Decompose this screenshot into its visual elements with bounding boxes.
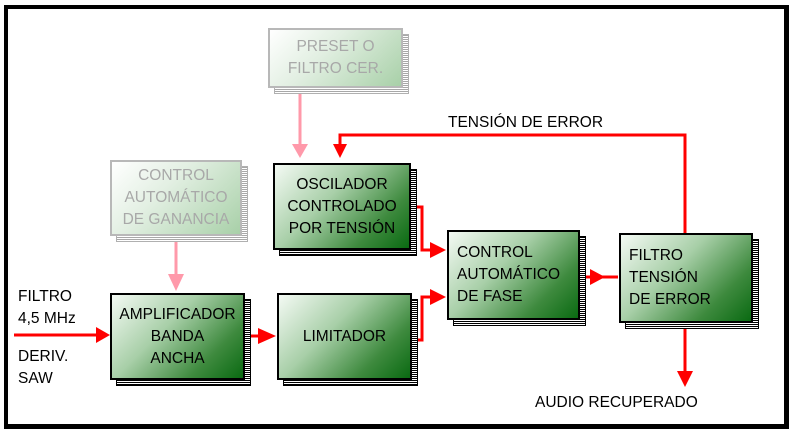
wire-preset-vco [292, 94, 308, 158]
block-control-automatico-ganancia: CONTROL AUTOMÁTICO DE GANANCIA [110, 160, 248, 242]
block-text-line: BANDA [150, 327, 205, 345]
wire-output [677, 323, 693, 387]
block-text-line: POR TENSIÓN [288, 219, 396, 237]
block-text-line: AMPLIFICADOR [119, 305, 236, 323]
block-filtro-tension-error: FILTRO TENSIÓN DE ERROR [619, 233, 759, 329]
label-line: DERIV. [18, 348, 69, 365]
block-text-line: PRESET O [296, 38, 375, 55]
block-text-line: ANCHA [150, 349, 205, 367]
label-line: SAW [18, 370, 53, 387]
arrow-icon [590, 269, 605, 285]
arrow-icon [96, 327, 110, 343]
block-text-line: AUTOMÁTICO [457, 266, 561, 283]
arrow-icon [258, 328, 276, 344]
block-text-line: AUTOMÁTICO [124, 189, 228, 206]
block-text-line: CONTROL [457, 244, 533, 261]
label-line: 4,5 MHz [18, 310, 76, 327]
arrow-icon [430, 242, 446, 258]
block-text-line: FILTRO [629, 247, 683, 264]
label-input-filtro: FILTRO 4,5 MHz [18, 286, 76, 330]
block-text-line: TENSIÓN [629, 269, 698, 286]
label-line: FILTRO [18, 288, 72, 305]
block-text-line: FILTRO CER. [287, 60, 384, 77]
label-audio-recuperado: AUDIO RECUPERADO [535, 394, 698, 411]
label-input-deriv-saw: DERIV. SAW [18, 346, 68, 390]
block-text-line: CONTROLADO [287, 197, 397, 215]
block-text-line: DE GANANCIA [122, 211, 230, 228]
diagram-frame [4, 5, 789, 429]
block-text-line: LIMITADOR [302, 327, 387, 345]
block-amplificador-banda-ancha: AMPLIFICADOR BANDA ANCHA [110, 293, 251, 386]
label-tension-de-error: TENSIÓN DE ERROR [448, 114, 604, 131]
block-text-line: DE ERROR [629, 291, 711, 308]
arrow-icon [333, 144, 347, 158]
wire-feedback [333, 133, 687, 233]
arrow-icon [430, 289, 446, 305]
arrow-icon [292, 144, 308, 158]
arrow-icon [168, 274, 184, 291]
arrow-icon [677, 371, 693, 387]
block-text-line: CONTROL [138, 167, 214, 184]
wire-cag-amp [168, 242, 184, 291]
block-oscilador-controlado-tension: OSCILADOR CONTROLADO POR TENSIÓN [273, 163, 417, 256]
block-limitador: LIMITADOR [277, 293, 418, 386]
wire-input [14, 327, 110, 343]
block-text-line: OSCILADOR [296, 175, 388, 193]
block-control-automatico-fase: CONTROL AUTOMÁTICO DE FASE [447, 230, 586, 326]
block-preset-filtro-ceramico: PRESET O FILTRO CER. [268, 28, 409, 94]
block-text-line: DE FASE [457, 288, 523, 305]
